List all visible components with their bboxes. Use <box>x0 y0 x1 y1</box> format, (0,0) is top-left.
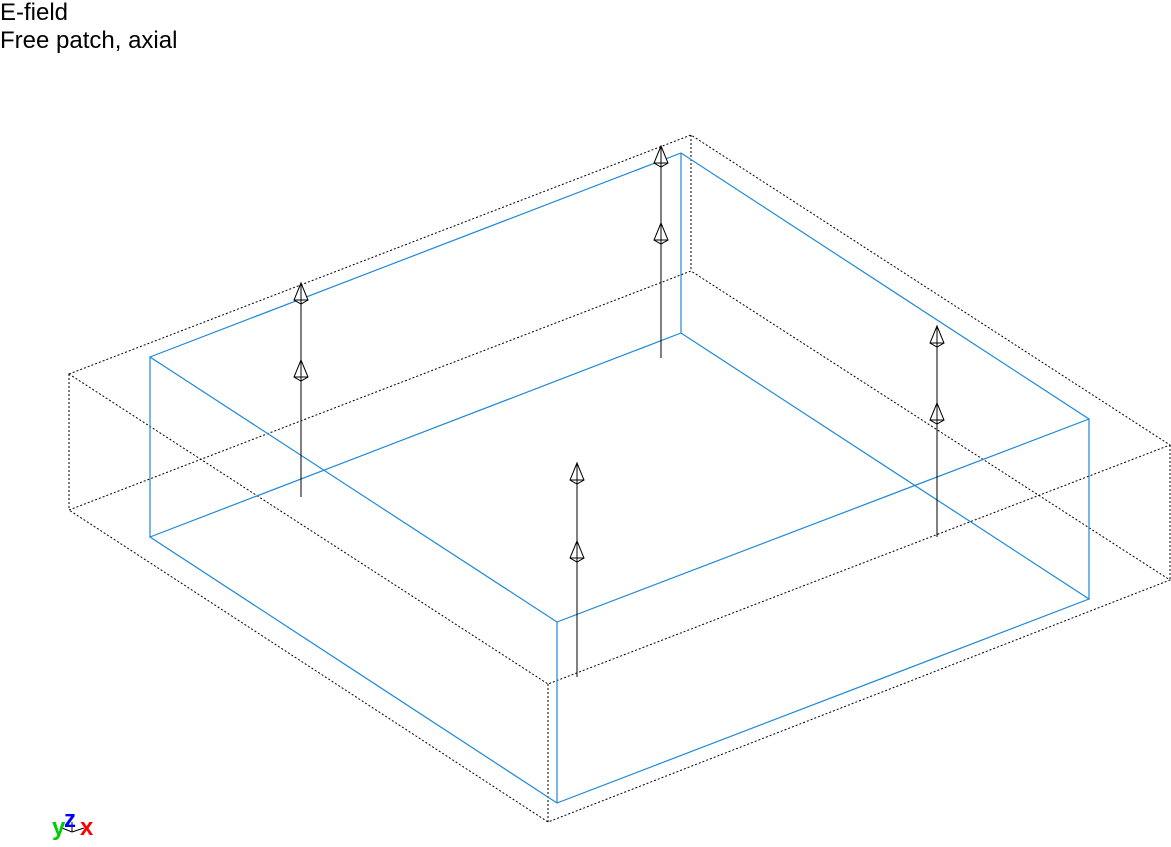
patch-box <box>148 152 1091 804</box>
arrow-head-cone <box>293 358 309 382</box>
plot-subtitle: Free patch, axial <box>0 27 178 54</box>
field-arrow <box>293 281 309 497</box>
arrow-head-cone <box>569 461 585 485</box>
arrow-head-cone <box>929 401 945 425</box>
y-axis-label: y <box>52 814 66 841</box>
field-arrow <box>929 324 945 537</box>
plot-title: E-field <box>0 0 69 26</box>
arrow-head-cone <box>929 324 945 348</box>
e-field-arrows <box>293 144 945 677</box>
field-arrow <box>653 144 669 358</box>
field-arrow <box>569 461 585 677</box>
boundary-box <box>67 134 1171 823</box>
z-axis-label: z <box>64 806 76 833</box>
axis-triad-lines <box>61 822 85 833</box>
arrow-head-cone <box>569 539 585 563</box>
arrow-head-cone <box>653 221 669 245</box>
x-axis-label: x <box>80 814 94 841</box>
arrow-head-cone <box>293 281 309 305</box>
arrow-head-cone <box>653 144 669 168</box>
